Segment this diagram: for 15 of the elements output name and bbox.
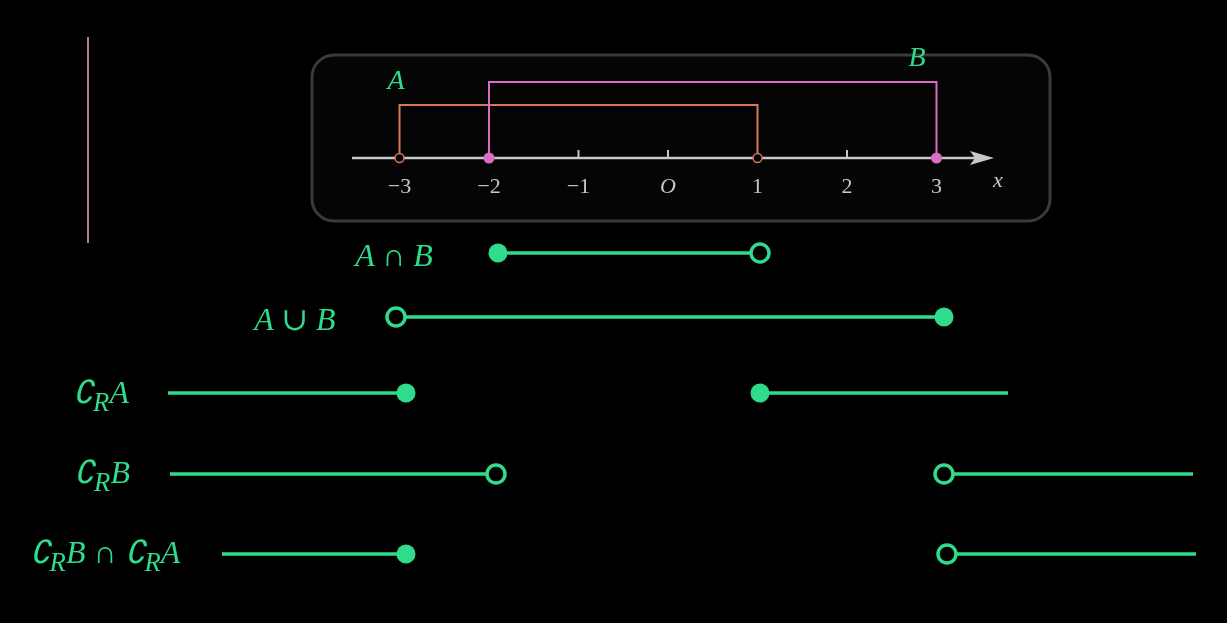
set-label: A (387, 66, 405, 94)
tick-label: 2 (841, 175, 853, 197)
tick-label: −3 (387, 175, 412, 197)
row-label: ∁$_{R}$B (74, 456, 130, 496)
row-label: A ∩ B (355, 239, 433, 271)
row-label: ∁$_{R}$A (73, 376, 129, 416)
tick-label: −1 (566, 175, 591, 197)
row-label: A ∪ B (254, 303, 336, 335)
row-label: ∁$_{R}$B ∩ ∁$_{R}$A (29, 536, 181, 576)
tick-label: −2 (477, 175, 501, 197)
tick-label: O (660, 175, 676, 197)
set-label: B (908, 43, 926, 71)
tick-label: 1 (752, 175, 763, 197)
tick-label: 3 (931, 175, 942, 197)
axis-label: x (993, 169, 1003, 191)
